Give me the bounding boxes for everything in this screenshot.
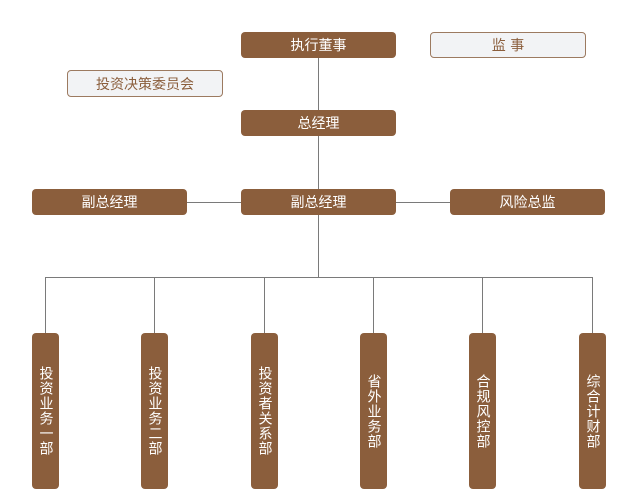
node-supervisor: 监 事 bbox=[430, 32, 586, 58]
connector-line bbox=[482, 277, 483, 333]
dept-node: 综合计财部 bbox=[579, 333, 606, 489]
connector-line bbox=[318, 58, 319, 277]
node-deputy-gm-left: 副总经理 bbox=[32, 189, 187, 215]
dept-node: 投资者关系部 bbox=[251, 333, 278, 489]
node-risk-director: 风险总监 bbox=[450, 189, 605, 215]
dept-node: 投资业务一部 bbox=[32, 333, 59, 489]
connector-line bbox=[45, 277, 593, 278]
node-executive-director: 执行董事 bbox=[241, 32, 396, 58]
connector-line bbox=[45, 277, 46, 333]
dept-node: 省外业务部 bbox=[360, 333, 387, 489]
node-deputy-gm-center: 副总经理 bbox=[241, 189, 396, 215]
connector-line bbox=[373, 277, 374, 333]
dept-node: 合规风控部 bbox=[469, 333, 496, 489]
connector-line bbox=[264, 277, 265, 333]
connector-line bbox=[154, 277, 155, 333]
connector-line bbox=[592, 277, 593, 333]
dept-node: 投资业务二部 bbox=[141, 333, 168, 489]
node-investment-committee: 投资决策委员会 bbox=[67, 70, 223, 97]
node-general-manager: 总经理 bbox=[241, 110, 396, 136]
